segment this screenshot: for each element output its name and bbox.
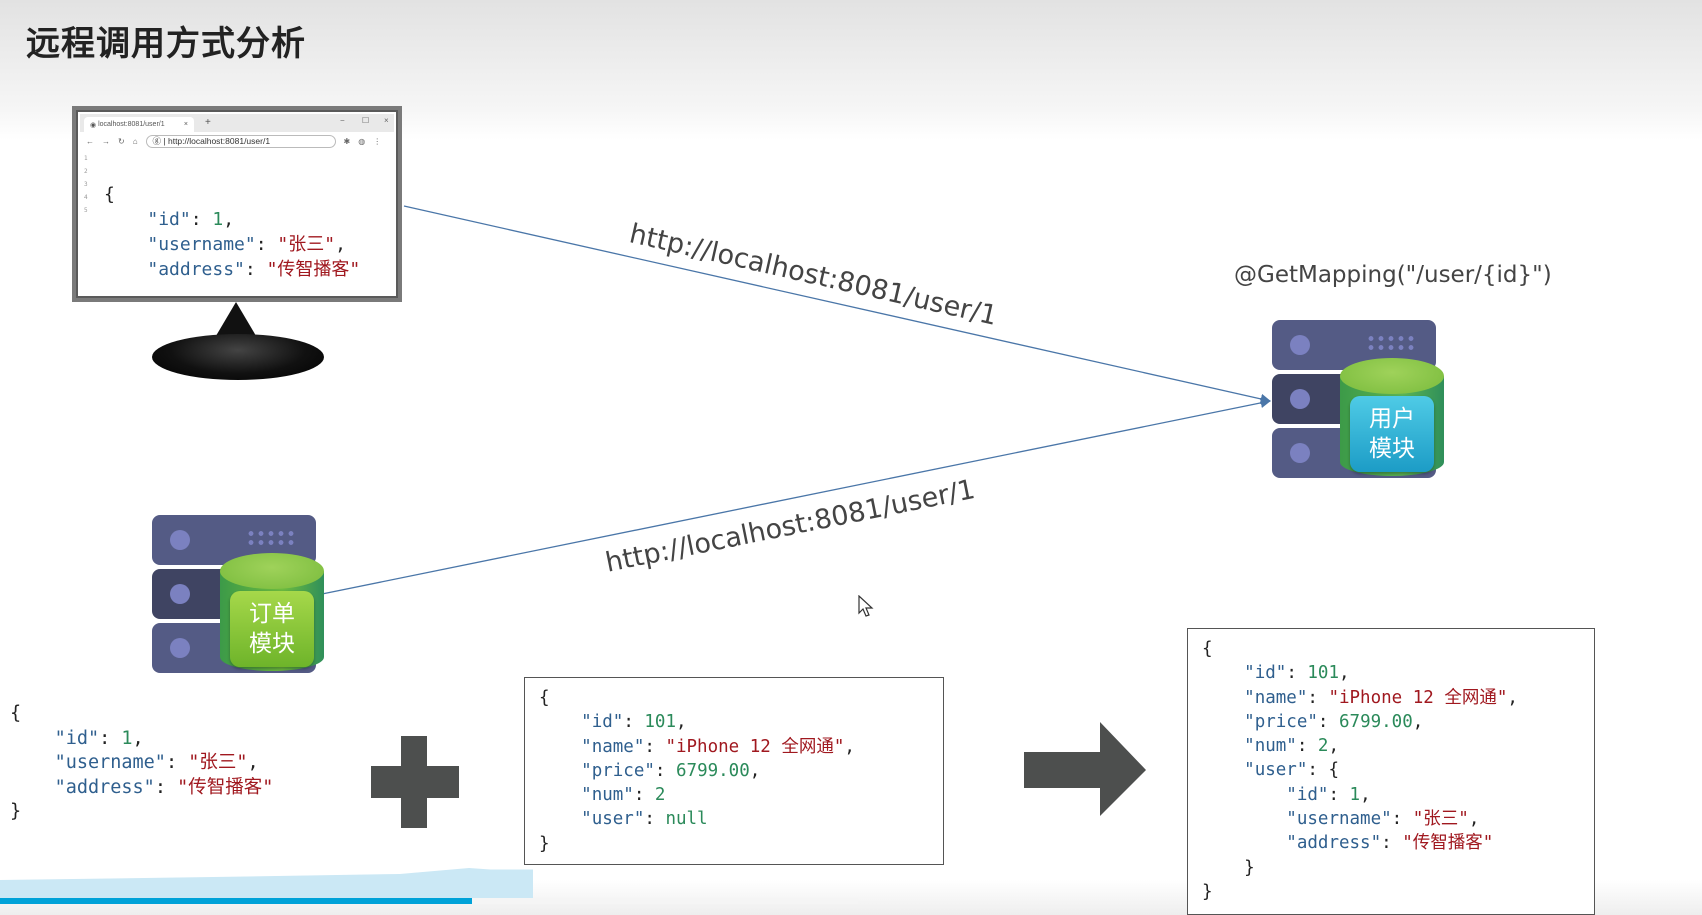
- forward-icon[interactable]: →: [102, 136, 110, 146]
- page-title: 远程调用方式分析: [26, 24, 306, 64]
- tab-title: localhost:8081/user/1: [98, 121, 165, 128]
- result-json: { "id": 101, "name": "iPhone 12 全网通", "p…: [1202, 637, 1518, 904]
- json-key: "name": [581, 736, 645, 757]
- arrow-right-icon: [1024, 722, 1146, 816]
- json-key: "name": [1244, 687, 1308, 708]
- json-key: "id": [1286, 784, 1329, 805]
- address-text: http://localhost:8081/user/1: [167, 136, 271, 146]
- json-key: "address": [147, 259, 245, 280]
- json-key: "price": [581, 760, 655, 781]
- minimize-icon[interactable]: −: [340, 116, 345, 125]
- json-key: "id": [54, 727, 100, 749]
- json-value: 1: [212, 209, 224, 230]
- user-service-icon: 用户 模块: [1272, 320, 1444, 478]
- reload-icon[interactable]: ↻: [118, 136, 125, 146]
- back-icon[interactable]: ←: [86, 136, 94, 146]
- json-value: 101: [1307, 663, 1339, 684]
- line-number: 1: [84, 155, 88, 162]
- json-brace: }: [539, 833, 550, 854]
- close-window-icon[interactable]: ×: [384, 116, 389, 125]
- json-value: 6799.00: [1339, 711, 1413, 732]
- json-key: "num": [581, 785, 634, 806]
- json-key: "user": [1244, 760, 1308, 781]
- json-value: 6799.00: [676, 760, 750, 781]
- json-brace: }: [1202, 881, 1213, 902]
- line-number: 4: [84, 194, 88, 201]
- json-brace: {: [10, 703, 22, 724]
- json-value: "iPhone 12 全网通": [665, 736, 845, 757]
- json-value: "张三": [277, 234, 336, 255]
- order-service-icon: 订单 模块: [152, 515, 324, 673]
- profile-icon[interactable]: ◍: [358, 136, 366, 146]
- json-key: "address": [1286, 833, 1382, 854]
- json-comma: ,: [223, 209, 235, 230]
- json-key: "id": [147, 209, 191, 230]
- json-brace: {: [104, 184, 115, 205]
- line-number: 3: [84, 181, 88, 188]
- order-module-label: 模块: [249, 631, 295, 657]
- json-value: null: [665, 809, 708, 830]
- json-value: 2: [1317, 736, 1329, 757]
- site-info-icon: ⓖ |: [152, 136, 168, 146]
- plus-icon-bar: [371, 766, 459, 798]
- tab-close-icon[interactable]: ×: [183, 121, 188, 128]
- order-json-box: { "id": 101, "name": "iPhone 12 全网通", "p…: [524, 677, 944, 865]
- json-value: 1: [1349, 784, 1361, 805]
- browser-window: ◉ localhost:8081/user/1 × + − ☐ × ← → ↻ …: [72, 106, 402, 302]
- json-key: "id": [581, 712, 624, 733]
- json-key: "num": [1244, 736, 1297, 757]
- new-tab-icon[interactable]: +: [205, 117, 211, 128]
- browser-nav-bar: ← → ↻ ⌂ ⓖ | http://localhost:8081/user/1…: [80, 132, 394, 150]
- json-key: "price": [1244, 711, 1318, 732]
- json-value: 1: [121, 727, 133, 749]
- line-number: 5: [84, 207, 88, 214]
- json-value: 101: [644, 712, 676, 733]
- browser-tab[interactable]: ◉ localhost:8081/user/1 ×: [84, 117, 194, 132]
- user-module-database-icon: 用户 模块: [1340, 358, 1444, 478]
- video-progress-fill[interactable]: [0, 898, 472, 904]
- order-module-database-icon: 订单 模块: [220, 553, 324, 673]
- json-brace: {: [539, 688, 550, 708]
- result-json-box: { "id": 101, "name": "iPhone 12 全网通", "p…: [1187, 628, 1595, 915]
- json-value: 2: [654, 785, 666, 806]
- json-key: "username": [1286, 809, 1392, 830]
- json-value: "iPhone 12 全网通": [1328, 687, 1508, 708]
- line-number: 2: [84, 168, 88, 175]
- get-mapping-annotation: @GetMapping("/user/{id}"): [1234, 262, 1552, 288]
- json-key: "username": [54, 752, 166, 773]
- json-key: "username": [147, 234, 256, 255]
- json-value: "传智播客": [266, 259, 361, 280]
- json-key: "user": [581, 809, 645, 830]
- user-module-label: 模块: [1369, 436, 1415, 462]
- mouse-cursor-icon: [858, 595, 874, 617]
- json-value: "张三": [1412, 809, 1469, 830]
- json-comma: ,: [335, 234, 346, 255]
- maximize-icon[interactable]: ☐: [362, 116, 370, 125]
- json-key: "id": [1244, 663, 1287, 684]
- address-bar[interactable]: ⓖ | http://localhost:8081/user/1: [145, 134, 336, 148]
- user-module-label: 用户: [1369, 406, 1415, 432]
- json-brace: {: [1328, 760, 1339, 781]
- menu-icon[interactable]: ⋮: [373, 136, 382, 146]
- globe-icon: ◉: [90, 121, 99, 129]
- browser-json-content: { "id": 1, "username": "张三", "address": …: [104, 184, 361, 280]
- user-json: { "id": 1, "username": "张三", "address": …: [10, 702, 273, 825]
- json-value: "张三": [188, 752, 248, 773]
- json-brace: }: [1244, 857, 1255, 878]
- json-brace: }: [10, 801, 22, 822]
- order-json: { "id": 101, "name": "iPhone 12 全网通", "p…: [539, 686, 855, 856]
- json-brace: {: [1202, 639, 1213, 659]
- json-key: "address": [54, 776, 155, 798]
- browser-to-user-arrow: [403, 205, 1272, 405]
- json-value: "传智播客": [177, 776, 274, 798]
- browser-tab-bar: ◉ localhost:8081/user/1 × + − ☐ ×: [80, 114, 394, 132]
- order-to-user-arrow: [321, 397, 1272, 595]
- monitor-stand-base: [152, 334, 324, 380]
- extension-icon[interactable]: ✱: [343, 136, 351, 146]
- line-number-gutter: 1 2 3 4 5: [80, 152, 102, 294]
- order-module-label: 订单: [249, 601, 295, 627]
- json-value: "传智播客": [1402, 833, 1494, 854]
- home-icon[interactable]: ⌂: [132, 136, 138, 146]
